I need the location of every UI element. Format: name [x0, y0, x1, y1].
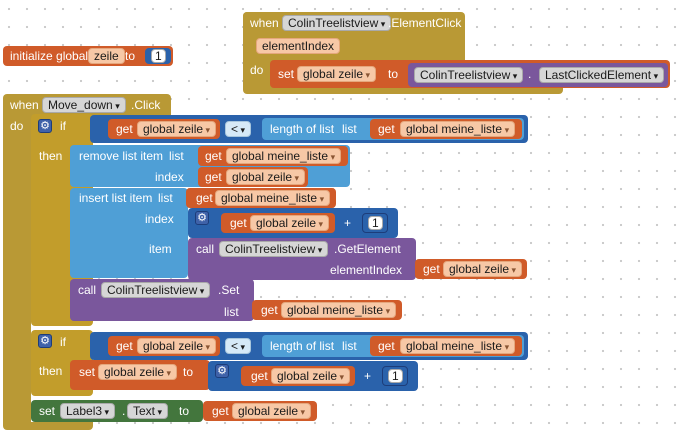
- label-prop-sep: .: [122, 404, 126, 418]
- move-down-spine: [3, 112, 31, 428]
- get-variable-dropdown[interactable]: global meine_liste: [400, 338, 516, 354]
- index-label: index: [145, 212, 174, 226]
- to-label: to: [388, 67, 399, 81]
- do-label: do: [250, 63, 264, 77]
- get-variable-dropdown[interactable]: global zeile: [443, 261, 523, 277]
- get-label: get: [205, 149, 222, 163]
- length-label: length of list: [270, 122, 335, 136]
- prop-sep: .: [528, 67, 532, 81]
- list-label: list: [342, 122, 357, 136]
- set-label: set: [278, 67, 295, 81]
- to-label: to: [183, 365, 194, 379]
- if-gear-icon[interactable]: ⚙: [38, 334, 52, 348]
- set-label: set: [79, 365, 96, 379]
- element-index-param[interactable]: elementIndex: [256, 38, 341, 54]
- event-bottom-cap: [243, 88, 563, 94]
- component-dropdown[interactable]: ColinTreelistview: [282, 15, 392, 31]
- get-variable-dropdown[interactable]: global meine_liste: [226, 148, 342, 164]
- call-label: call: [78, 283, 97, 297]
- move-down-component-dropdown[interactable]: Move_down: [42, 97, 126, 113]
- get-label: get: [378, 339, 395, 353]
- get-variable-dropdown[interactable]: global zeile: [232, 403, 312, 419]
- remove-label: remove list item: [79, 149, 164, 163]
- number-value[interactable]: 1: [388, 369, 403, 383]
- move-down-event-label: .Click: [131, 98, 161, 112]
- if-label: if: [60, 119, 66, 133]
- when-label: when: [250, 16, 279, 30]
- call-label: call: [196, 242, 215, 256]
- init-global-name[interactable]: zeile: [88, 48, 125, 64]
- set-label: set: [39, 404, 56, 418]
- get-label: get: [116, 339, 133, 353]
- get-variable-dropdown[interactable]: global zeile: [137, 338, 217, 354]
- get-label: get: [196, 191, 213, 205]
- get-variable-dropdown[interactable]: global zeile: [226, 169, 306, 185]
- get-variable-dropdown[interactable]: global zeile: [271, 368, 351, 384]
- get-label: get: [251, 369, 268, 383]
- get-variable-dropdown[interactable]: global zeile: [250, 215, 330, 231]
- get-label: get: [116, 122, 133, 136]
- tree-component-dropdown[interactable]: ColinTreelistview: [219, 241, 329, 257]
- move-down-bottom-cap: [3, 422, 93, 430]
- get-label: get: [230, 216, 247, 230]
- item-label: item: [149, 242, 172, 256]
- init-global-label: initialize global: [10, 49, 89, 63]
- event-name-label: .ElementClick: [388, 16, 462, 30]
- add-gear-icon[interactable]: ⚙: [195, 211, 209, 225]
- get-variable-dropdown[interactable]: global meine_liste: [215, 190, 331, 206]
- compare-operator-dropdown[interactable]: <: [225, 338, 252, 354]
- list-label: list: [342, 339, 357, 353]
- get-element-label: .GetElement: [334, 242, 401, 256]
- set-label-text-block[interactable]: [31, 400, 203, 422]
- element-index-label: elementIndex: [330, 263, 403, 277]
- get-variable-dropdown[interactable]: global meine_liste: [281, 302, 397, 318]
- get-label: get: [212, 404, 229, 418]
- index-label: index: [155, 170, 184, 184]
- insert-label: insert list item: [79, 191, 153, 205]
- insert-list-item-block[interactable]: [70, 188, 188, 278]
- init-value[interactable]: 1: [151, 49, 166, 63]
- compare-operator-dropdown[interactable]: <: [225, 121, 252, 137]
- set-variable-dropdown[interactable]: global zeile: [297, 66, 377, 82]
- prop-component-dropdown[interactable]: ColinTreelistview: [414, 67, 524, 83]
- move-down-when-label: when: [10, 98, 39, 112]
- set-variable-dropdown[interactable]: global zeile: [98, 364, 178, 380]
- to-label: to: [179, 404, 190, 418]
- list-label: list: [224, 305, 239, 319]
- get-label: get: [378, 122, 395, 136]
- plus-label: +: [344, 216, 352, 230]
- get-variable-dropdown[interactable]: global meine_liste: [400, 121, 516, 137]
- get-label: get: [261, 303, 278, 317]
- move-down-do-label: do: [10, 119, 24, 133]
- plus-label: +: [364, 369, 372, 383]
- tree-component-dropdown[interactable]: ColinTreelistview: [101, 282, 211, 298]
- add-gear-icon[interactable]: ⚙: [215, 364, 229, 378]
- get-label: get: [423, 262, 440, 276]
- label-component-dropdown[interactable]: Label3: [60, 403, 116, 419]
- set-method-label: .Set: [218, 283, 240, 297]
- then-label: then: [39, 149, 63, 163]
- length-label: length of list: [270, 339, 335, 353]
- init-to-label: to: [125, 49, 136, 63]
- if-label: if: [60, 335, 66, 349]
- list-label: list: [158, 191, 173, 205]
- number-value[interactable]: 1: [368, 216, 383, 230]
- prop-name-dropdown[interactable]: LastClickedElement: [539, 67, 665, 83]
- label-prop-dropdown[interactable]: Text: [127, 403, 169, 419]
- get-variable-dropdown[interactable]: global zeile: [137, 121, 217, 137]
- get-label: get: [205, 170, 222, 184]
- list-label: list: [169, 149, 184, 163]
- then-label: then: [39, 364, 63, 378]
- if-gear-icon[interactable]: ⚙: [38, 119, 52, 133]
